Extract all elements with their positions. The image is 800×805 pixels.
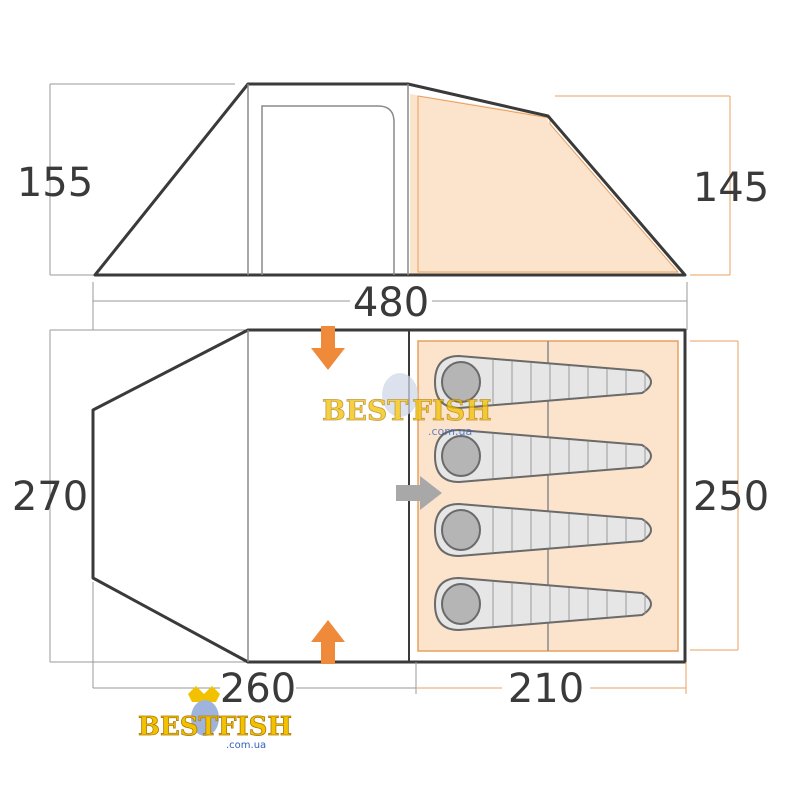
sleeping-bag-body [433,354,652,410]
sleeping-bag-hood [441,583,481,625]
sleeping-bag-body [433,428,652,484]
bedroom-side-fill [410,94,680,275]
dimension-height-bedroom: 145 [693,165,769,211]
watermark-fish-icon [382,373,418,417]
door-arrow-top [311,326,345,370]
dimension-length-total: 480 [353,280,429,326]
sleeping-bags [433,354,652,632]
entry-arrow-side [396,476,442,510]
entry-arrow-shaft [396,485,420,501]
sleeping-bag-body [433,502,652,558]
entry-arrow-head [420,476,442,510]
tent-side-outline [93,82,687,277]
door-arrow-bottom [311,620,345,664]
bottom-dimensions [92,582,687,694]
dimension-width-total: 270 [12,474,88,520]
bedroom-side-inner-line [417,95,680,273]
watermark-bottom-domain: .com.ua [226,740,266,751]
sleeping-bag-body [433,576,652,632]
top-view [49,326,739,664]
door-arrow-top-shaft [321,326,335,348]
watermark-center-brand-left: BEST [322,394,408,427]
watermark-center: BEST FISH .com.ua [322,373,492,438]
side-door-outline [261,105,395,275]
side-view [49,82,731,277]
dimension-height-total: 155 [17,160,93,206]
door-arrow-bottom-shaft [321,642,335,664]
watermark-bottom-brand-right: FISH [218,712,292,742]
watermark-center-brand-right: FISH [412,394,492,427]
watermark-bottom: BEST FISH .com.ua [138,686,292,751]
watermark-crown-icon [188,686,220,702]
length-dimension [92,282,688,330]
watermark-bottom-brand-left: BEST [138,712,219,742]
sleeping-bag [433,428,652,484]
watermark-fish-icon-bottom [191,700,219,736]
sleeping-bag-hood [441,435,481,477]
sleeping-bag-hood [441,509,481,551]
sleeping-bag [433,502,652,558]
dimension-length-bedroom: 210 [508,666,584,712]
door-arrow-bottom-head [311,620,345,642]
sleeping-bag [433,354,652,410]
door-arrow-top-head [311,348,345,370]
dimension-length-living: 260 [220,666,296,712]
sleeping-bag [433,576,652,632]
watermark-center-domain: .com.ua [428,425,472,438]
sleeping-bag-hood [441,361,481,403]
dimension-width-bedroom: 250 [693,474,769,520]
